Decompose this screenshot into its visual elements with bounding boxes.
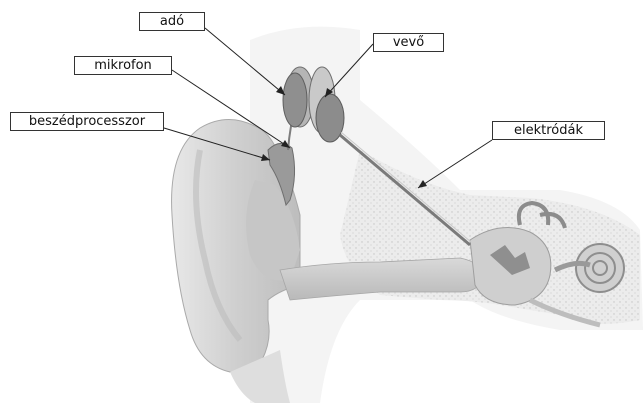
transmitter-coil [283,73,307,127]
label-electrodes: elektródák [492,121,605,140]
cochlea [576,244,624,292]
label-microphone: mikrofon [74,56,172,75]
label-transmitter: adó [139,12,205,31]
receiver-magnet [316,94,344,142]
label-speech-processor: beszédprocesszor [10,112,164,131]
label-receiver: vevő [373,33,444,52]
